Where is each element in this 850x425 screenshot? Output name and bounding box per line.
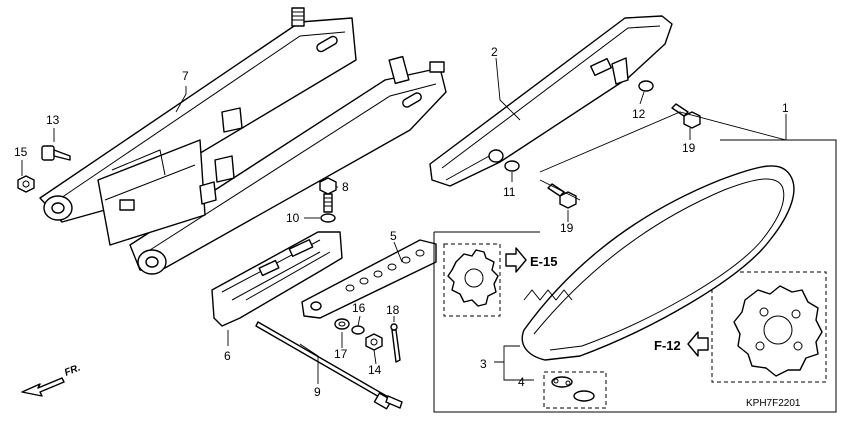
cotter-pin-18[interactable] <box>390 323 401 363</box>
washer-12[interactable] <box>638 80 654 92</box>
callout-4: 4 <box>518 375 525 389</box>
leader-lines <box>21 57 787 384</box>
callout-3: 3 <box>480 357 487 371</box>
frame-reference-label[interactable]: F-12 <box>654 338 681 353</box>
washer-10[interactable] <box>320 213 336 223</box>
callout-5: 5 <box>390 229 397 243</box>
callout-16: 16 <box>352 301 366 315</box>
master-link-dashed[interactable] <box>543 371 607 409</box>
callout-18: 18 <box>386 303 400 317</box>
callout-17: 17 <box>334 347 348 361</box>
engine-reference-label[interactable]: E-15 <box>530 254 557 269</box>
engine-ref-arrow <box>505 247 527 273</box>
chain-case[interactable] <box>429 15 673 187</box>
callout-19-upper: 19 <box>682 141 696 155</box>
rear-axle[interactable] <box>255 321 403 410</box>
drive-sprocket-dashed[interactable] <box>443 243 501 317</box>
front-direction-arrow <box>21 377 65 397</box>
callout-9: 9 <box>314 385 321 399</box>
chain-slider[interactable] <box>211 231 343 327</box>
washer-17[interactable] <box>334 318 350 330</box>
nut-14[interactable] <box>365 333 383 351</box>
callout-10: 10 <box>286 211 300 225</box>
callout-14: 14 <box>368 363 382 377</box>
frame-ref-arrow <box>687 331 709 357</box>
nut-15[interactable] <box>17 175 35 193</box>
washer-11[interactable] <box>504 160 520 172</box>
chain-group-frame <box>433 139 837 413</box>
diagram-code: KPH7F2201 <box>746 398 801 409</box>
callout-7: 7 <box>182 69 189 83</box>
bolt-13[interactable] <box>41 145 71 161</box>
callout-19-lower: 19 <box>560 221 574 235</box>
adjuster-plate[interactable] <box>301 239 437 319</box>
callout-2: 2 <box>491 45 498 59</box>
front-direction-label: FR. <box>63 363 82 379</box>
washer-16[interactable] <box>351 325 365 335</box>
swingarm[interactable] <box>39 7 447 275</box>
callout-12: 12 <box>632 107 646 121</box>
callout-11: 11 <box>503 185 516 199</box>
callout-6: 6 <box>224 349 231 363</box>
callout-13: 13 <box>46 113 60 127</box>
driven-sprocket-dashed[interactable] <box>711 271 827 383</box>
callout-8: 8 <box>342 180 349 194</box>
callout-1: 1 <box>782 101 789 115</box>
bolt-8[interactable] <box>319 177 337 213</box>
callout-15: 15 <box>14 145 28 159</box>
drive-chain[interactable] <box>521 165 795 361</box>
